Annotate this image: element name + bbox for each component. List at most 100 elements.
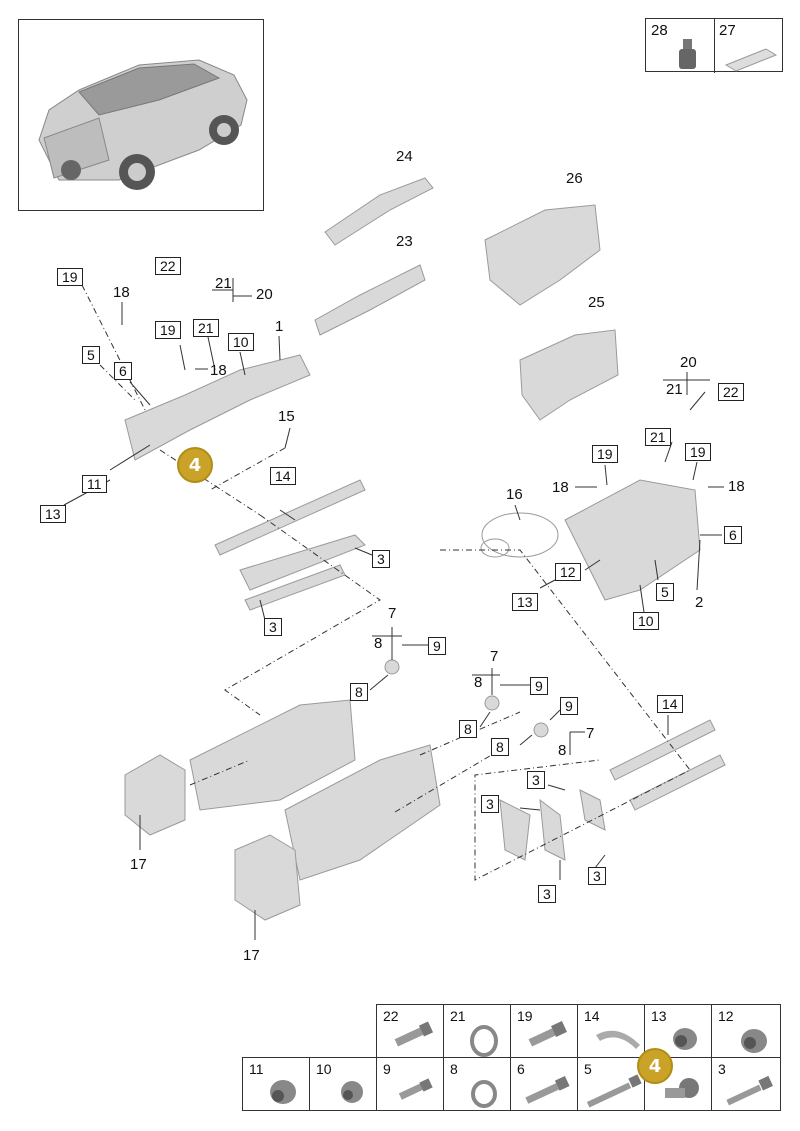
legend-num: 22 (383, 1008, 399, 1024)
callout-25: 25 (588, 294, 605, 311)
legend-num: 13 (651, 1008, 667, 1024)
top-legend: 28 27 (645, 18, 783, 73)
callout-12: 12 (555, 563, 581, 581)
legend-num: 8 (450, 1061, 458, 1077)
callout-3-d: 3 (481, 795, 499, 813)
callout-15: 15 (278, 408, 295, 425)
callout-10-b: 10 (633, 612, 659, 630)
callout-9-a: 9 (428, 637, 446, 655)
legend-cell-22: 22 (376, 1004, 444, 1058)
callout-8-d: 8 (459, 720, 477, 738)
legend-num: 9 (383, 1061, 391, 1077)
callout-22-b: 22 (718, 383, 744, 401)
legend-cell-11: 11 (242, 1057, 310, 1111)
legend-cell-10: 10 (309, 1057, 377, 1111)
fitting-8-9-b (484, 695, 500, 711)
legend-part-4-badge: 4 (637, 1048, 673, 1084)
callout-7-a: 7 (388, 605, 397, 622)
legend-cell-3: 3 (711, 1057, 781, 1111)
callout-7-c: 7 (586, 725, 595, 742)
fitting-icon (665, 1078, 699, 1098)
callout-6-a: 6 (114, 362, 132, 380)
cover-17b-shape (234, 834, 301, 921)
callout-21-a: 21 (215, 275, 232, 292)
legend-cell-8: 8 (443, 1057, 511, 1111)
legend-num: 14 (584, 1008, 600, 1024)
callout-18-a: 18 (113, 284, 130, 301)
callout-18-b: 18 (210, 362, 227, 379)
callout-21-b: 21 (193, 319, 219, 337)
half-shell-icon (596, 1030, 640, 1049)
callout-18-d: 18 (728, 478, 745, 495)
callout-14-b: 14 (657, 695, 683, 713)
callout-22-a: 22 (155, 257, 181, 275)
legend-cell-21: 21 (443, 1004, 511, 1058)
callout-8-f: 8 (558, 742, 567, 759)
callout-14-a: 14 (270, 467, 296, 485)
callout-19-d: 19 (685, 443, 711, 461)
lower-right-head-shape (284, 744, 441, 881)
cover-17a-shape (124, 754, 186, 836)
callout-21-d: 21 (645, 428, 671, 446)
legend-num-28: 28 (651, 22, 668, 39)
fitting-8-9-c (533, 722, 549, 738)
camshaft-lower-shape (629, 754, 726, 811)
legend-num: 6 (517, 1061, 525, 1077)
callout-3-b: 3 (264, 618, 282, 636)
suv-icon (38, 59, 248, 190)
callout-20-a: 20 (256, 286, 273, 303)
seal-ring-icon (471, 1080, 497, 1108)
bolt-icon (398, 1078, 433, 1100)
camshaft-14b-shape (609, 719, 716, 781)
callout-8-a: 8 (374, 635, 383, 652)
callout-19-b: 19 (155, 321, 181, 339)
callout-10-a: 10 (228, 333, 254, 351)
callout-9-b: 9 (530, 677, 548, 695)
callout-9-c: 9 (560, 697, 578, 715)
callout-21-c: 21 (666, 381, 683, 398)
legend-cell-5: 5 (577, 1057, 645, 1111)
callout-8-c: 8 (474, 674, 483, 691)
plug-icon (341, 1081, 363, 1103)
camshaft-14a-shape (214, 479, 366, 556)
callout-18-c: 18 (552, 479, 569, 496)
left-cam-housing-shape (124, 354, 311, 461)
legend-num: 21 (450, 1008, 466, 1024)
legend-cell-14: 14 (577, 1004, 645, 1058)
long-bolt-icon (586, 1074, 642, 1108)
legend-cell-9: 9 (376, 1057, 444, 1111)
bolt-icon (525, 1076, 570, 1104)
callout-8-b: 8 (350, 683, 368, 701)
callout-24: 24 (396, 148, 413, 165)
plug-icon (270, 1080, 296, 1104)
plug-icon (673, 1028, 697, 1050)
camshaft-3a-shape (239, 534, 366, 591)
legend-num: 11 (249, 1061, 264, 1077)
sealant-bottle-icon (679, 39, 696, 69)
part-4-badge: 4 (177, 447, 213, 483)
legend-cell-19: 19 (510, 1004, 578, 1058)
legend-cell-12: 12 (711, 1004, 781, 1058)
lower-left-head-shape (189, 699, 356, 811)
part-25-shape (519, 329, 619, 421)
grease-tube-icon (724, 48, 778, 72)
callout-3-c: 3 (527, 771, 545, 789)
legend-num-27: 27 (719, 22, 736, 39)
callout-6-b: 6 (724, 526, 742, 544)
callout-19-a: 19 (57, 268, 83, 286)
callout-17-b: 17 (243, 947, 260, 964)
callout-3-e: 3 (538, 885, 556, 903)
callout-23: 23 (396, 233, 413, 250)
callout-8-e: 8 (491, 738, 509, 756)
plug-icon (741, 1029, 767, 1053)
bolt-icon (726, 1075, 773, 1106)
legend-num: 5 (584, 1061, 592, 1077)
callout-13-a: 13 (40, 505, 66, 523)
callout-1: 1 (275, 318, 284, 335)
legend-cell-6: 6 (510, 1057, 578, 1111)
callout-2: 2 (695, 594, 704, 611)
callout-3-a: 3 (372, 550, 390, 568)
bolt-icon (528, 1021, 567, 1047)
callout-3-f: 3 (588, 867, 606, 885)
